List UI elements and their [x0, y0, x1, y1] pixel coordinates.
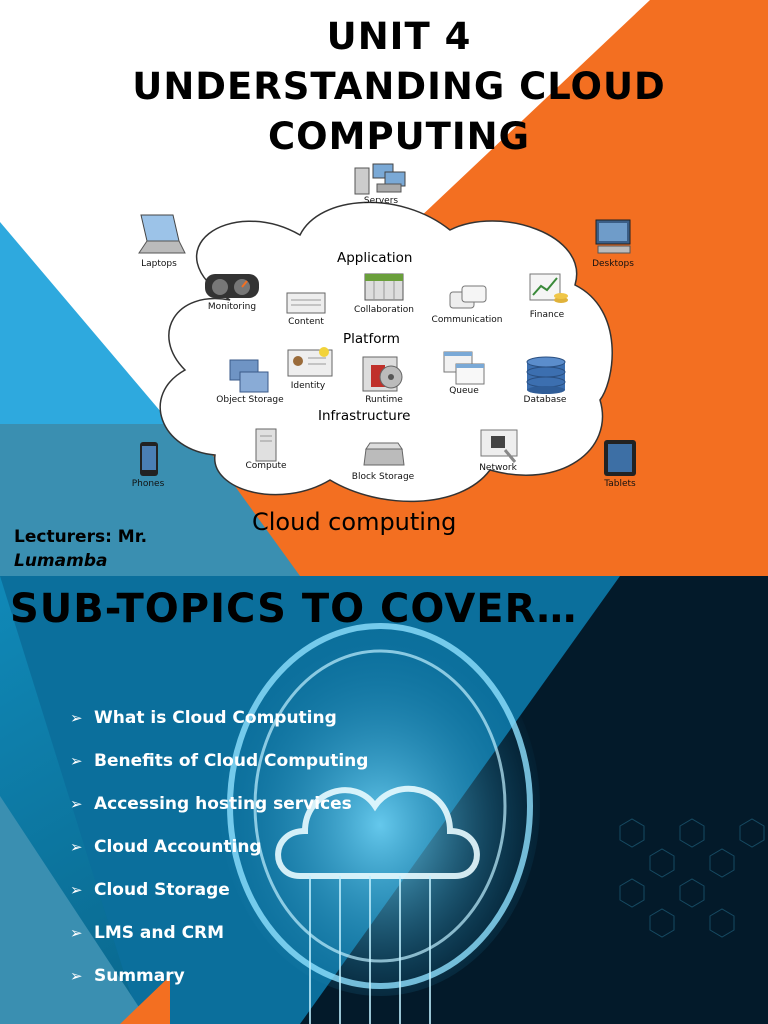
circuit-lines	[309, 876, 431, 1024]
diagram-caption: Cloud computing	[252, 508, 457, 536]
arrow-bullet-icon: ➢	[70, 795, 83, 813]
subtopic-item: ➢ Cloud Accounting	[70, 829, 410, 865]
subtopic-item: ➢ Accessing hosting services	[70, 786, 410, 822]
teal-block	[0, 424, 300, 576]
monitoring-label: Monitoring	[207, 302, 257, 312]
block-storage-label: Block Storage	[351, 472, 415, 482]
lecturer-name: Lumamba	[14, 551, 108, 571]
tablet-icon	[604, 440, 636, 476]
compute-tower-icon	[255, 428, 277, 462]
subtopic-item: ➢ Benefits of Cloud Computing	[70, 743, 410, 779]
runtime-icon	[362, 356, 403, 392]
arrow-bullet-icon: ➢	[70, 924, 83, 942]
arrow-bullet-icon: ➢	[70, 838, 83, 856]
communication-label: Communication	[431, 315, 503, 325]
laptops-label: Laptops	[141, 259, 177, 269]
phones-label: Phones	[131, 479, 165, 489]
laptop-icon	[138, 214, 186, 254]
hexagon-pattern	[619, 818, 765, 938]
subtopic-text: LMS and CRM	[94, 923, 225, 943]
subtopic-text: Benefits of Cloud Computing	[94, 751, 369, 771]
servers-label: Servers	[363, 196, 399, 206]
identity-card-icon	[287, 347, 333, 377]
slide-title: UNIT 4 UNDERSTANDING CLOUD COMPUTING	[0, 12, 768, 162]
teal-corner	[0, 796, 150, 1024]
title-slide: UNIT 4 UNDERSTANDING CLOUD COMPUTING Ser…	[0, 0, 768, 576]
slide2-background	[0, 576, 768, 1024]
servers-icon	[354, 163, 406, 195]
database-label: Database	[523, 395, 567, 405]
network-jack-icon	[480, 429, 518, 463]
arrow-bullet-icon: ➢	[70, 881, 83, 899]
network-label: Network	[479, 463, 517, 473]
title-line-1: UNIT 4	[326, 15, 472, 58]
block-storage-drive-icon	[363, 442, 405, 466]
subtopic-item: ➢ What is Cloud Computing	[70, 700, 410, 736]
infrastructure-heading: Infrastructure	[318, 408, 411, 424]
orange-corner-accent	[120, 976, 170, 1024]
platform-heading: Platform	[343, 331, 400, 347]
compute-label: Compute	[245, 461, 287, 471]
subtopic-text: What is Cloud Computing	[94, 708, 337, 728]
queue-label: Queue	[449, 386, 479, 396]
cloud-shape	[159, 201, 613, 503]
subtopic-list: ➢ What is Cloud Computing ➢ Benefits of Clo…	[70, 700, 410, 1001]
content-label: Content	[288, 317, 324, 327]
collaboration-label: Collaboration	[354, 305, 414, 315]
subtopic-item: ➢ LMS and CRM	[70, 915, 410, 951]
subtopic-text: Accessing hosting services	[94, 794, 352, 814]
calendar-icon	[364, 273, 404, 301]
phone-icon	[140, 442, 158, 476]
title-line-3: COMPUTING	[268, 115, 530, 158]
runtime-label: Runtime	[365, 395, 403, 405]
arrow-bullet-icon: ➢	[70, 709, 83, 727]
lecturers-label: Lecturers: Mr.	[14, 527, 148, 547]
glow-ring-outer	[227, 623, 533, 989]
subtopic-item: ➢ Cloud Storage	[70, 872, 410, 908]
cloud-glow	[220, 616, 540, 996]
subtopic-item: ➢ Summary	[70, 958, 410, 994]
subtopics-slide: SUB-TOPICS TO COVER… ➢ What is Cloud Comp…	[0, 576, 768, 1024]
title-line-2: UNDERSTANDING CLOUD	[132, 65, 666, 108]
identity-label: Identity	[290, 381, 326, 391]
object-storage-label: Object Storage	[216, 395, 284, 405]
subtopic-text: Cloud Accounting	[94, 837, 262, 857]
folders-icon	[229, 359, 269, 393]
arrow-bullet-icon: ➢	[70, 967, 83, 985]
chat-bubbles-icon	[449, 285, 487, 309]
slide-title: SUB-TOPICS TO COVER…	[10, 586, 578, 632]
finance-label: Finance	[529, 310, 565, 320]
arrow-bullet-icon: ➢	[70, 752, 83, 770]
monitoring-gauge-icon	[205, 274, 259, 298]
newspaper-icon	[286, 292, 326, 314]
subtopic-text: Summary	[94, 966, 185, 986]
queue-windows-icon	[443, 351, 485, 385]
tablets-label: Tablets	[604, 479, 636, 489]
subtopic-text: Cloud Storage	[94, 880, 230, 900]
finance-chart-icon	[529, 273, 568, 303]
cloud-computing-diagram	[159, 201, 613, 503]
desktop-icon	[595, 219, 631, 254]
desktops-label: Desktops	[592, 259, 634, 269]
glow-ring-inner	[253, 649, 507, 963]
glowing-cloud-outline	[275, 785, 480, 879]
database-icon	[526, 356, 566, 394]
application-heading: Application	[337, 250, 413, 266]
